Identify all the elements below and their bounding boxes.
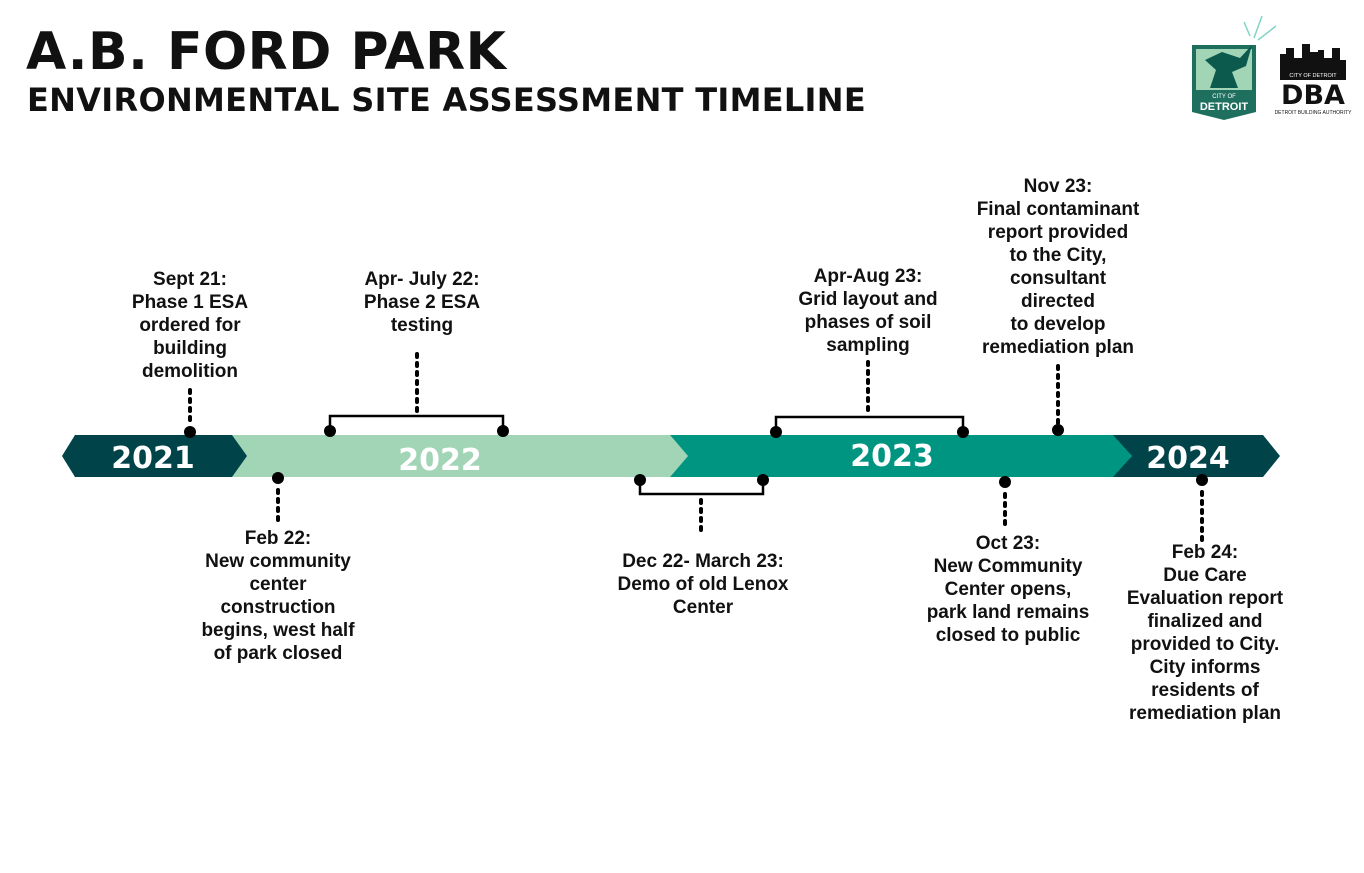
year-label-2022: 2022 [398, 443, 482, 478]
year-segment-2023 [670, 435, 1132, 477]
svg-text:DETROIT BUILDING AUTHORITY: DETROIT BUILDING AUTHORITY [1275, 110, 1353, 116]
year-label-2021: 2021 [111, 441, 195, 476]
bracket-lines [328, 414, 965, 496]
event-feb-22: Feb 22: New community center constructio… [201, 528, 355, 664]
event-nov-23: Nov 23: Final contaminant report provide… [976, 176, 1140, 358]
city-of-detroit-logo: CITY OF DETROIT [1192, 15, 1277, 120]
event-dec-22-march-23: Dec 22- March 23: Demo of old Lenox Cent… [617, 551, 789, 618]
svg-text:DETROIT: DETROIT [1200, 101, 1249, 113]
event-feb-24: Feb 24: Due Care Evaluation report final… [1126, 542, 1284, 724]
svg-text:CITY OF DETROIT: CITY OF DETROIT [1289, 73, 1337, 79]
page-subtitle: ENVIRONMENTAL SITE ASSESSMENT TIMELINE [27, 81, 867, 119]
dotted-connectors [188, 352, 1204, 542]
event-apr-july-22: Apr- July 22: Phase 2 ESA testing [363, 269, 481, 336]
year-label-2024: 2024 [1146, 441, 1230, 476]
event-apr-aug-23: Apr-Aug 23: Grid layout and phases of so… [798, 266, 938, 356]
year-segment-2022 [230, 435, 688, 477]
event-sept-21: Sept 21: Phase 1 ESA ordered for buildin… [131, 269, 249, 382]
event-oct-23: Oct 23: New Community Center opens, park… [926, 533, 1090, 646]
page-title: A.B. FORD PARK [26, 22, 507, 82]
year-label-2023: 2023 [850, 439, 934, 474]
year-segment-2024 [1113, 435, 1280, 477]
dba-logo: CITY OF DETROIT DBA DETROIT BUILDING AUT… [1275, 44, 1353, 116]
event-markers [184, 424, 1208, 488]
svg-text:DBA: DBA [1281, 80, 1345, 111]
svg-text:CITY OF: CITY OF [1212, 94, 1236, 100]
year-segment-2021 [62, 435, 247, 477]
